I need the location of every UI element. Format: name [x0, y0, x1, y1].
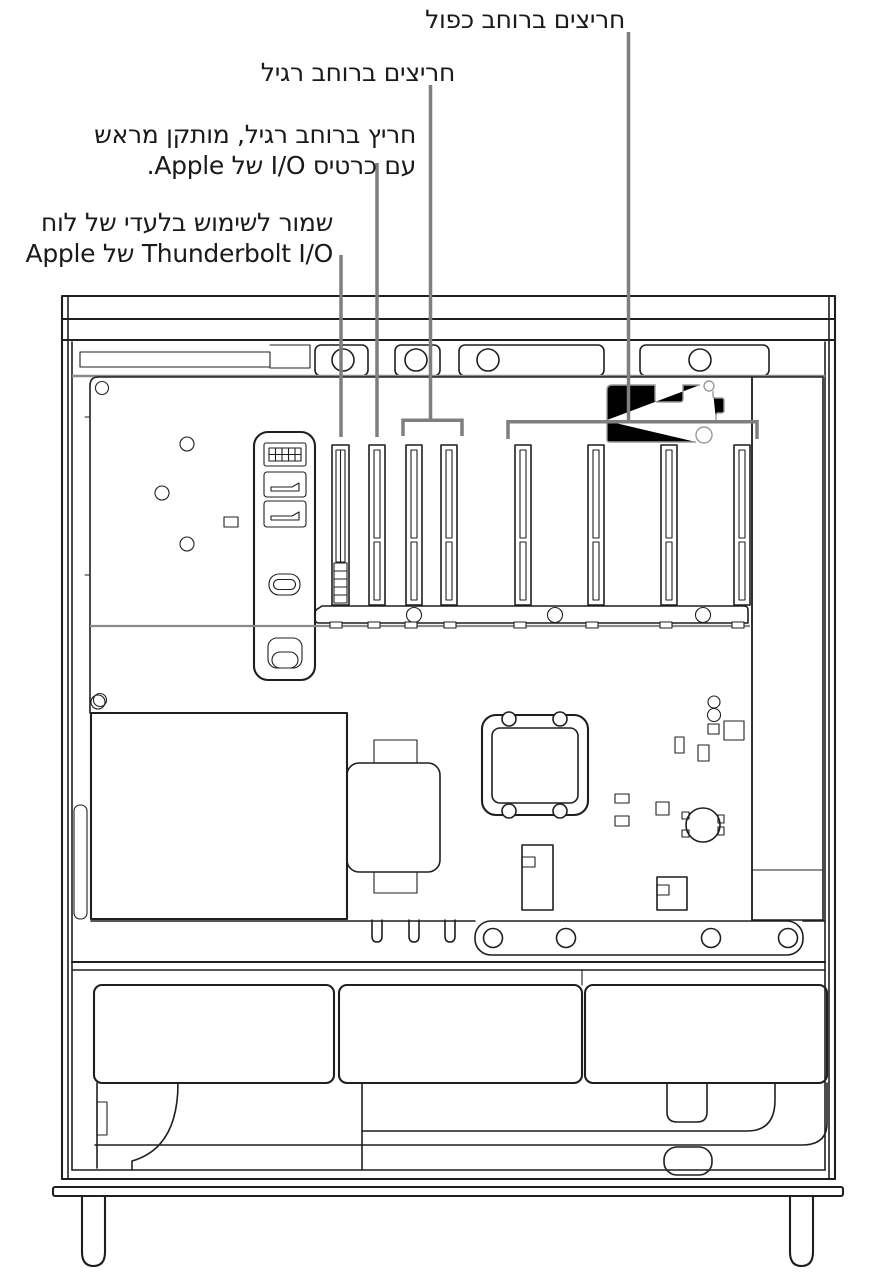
power-connector	[656, 876, 688, 911]
cpu-bracket	[480, 711, 590, 819]
pcie-slot	[440, 444, 458, 606]
label-thunderbolt-slot: שמור לשימוש בלעדי של לוח Thunderbolt I/O…	[25, 207, 334, 269]
usb-c-port-icon	[268, 573, 301, 596]
label-line: חריצים ברוחב כפול	[425, 5, 625, 34]
coin-battery-icon	[681, 807, 725, 843]
io-board	[252, 430, 317, 682]
bottom-tray	[71, 1082, 828, 1176]
left-foot	[80, 1194, 107, 1268]
callout-line-regular-width	[401, 85, 464, 436]
screw-holes	[92, 380, 239, 708]
fan-bays	[70, 960, 829, 1085]
label-line: Thunderbolt I/O של Apple	[25, 239, 334, 268]
pcie-slot	[331, 444, 350, 606]
power-supply	[73, 694, 441, 921]
pcie-slot	[587, 444, 605, 606]
handle-cutout	[267, 637, 303, 669]
callout-line-double-width	[506, 32, 759, 439]
hdmi-port-icon	[263, 500, 307, 528]
right-foot	[788, 1194, 815, 1268]
pcie-slots	[90, 444, 751, 629]
latch-mechanism	[606, 380, 725, 444]
mid-rail	[90, 919, 826, 956]
pin-connector-icon	[263, 442, 307, 467]
label-regular-width-slots: חריצים ברוחב רגיל	[260, 57, 456, 88]
pcie-slot	[514, 444, 532, 606]
power-connector	[521, 844, 554, 911]
pcie-slot	[733, 444, 751, 606]
top-rail	[72, 344, 825, 378]
interior-panel	[84, 376, 824, 921]
label-line: עם כרטיס I/O של Apple.	[146, 151, 417, 180]
case-outline	[60, 294, 837, 1181]
callout-lines	[339, 32, 759, 439]
label-line: חריץ ברוחב רגיל, מותקן מראש	[94, 120, 416, 149]
pcie-slot	[368, 444, 386, 606]
label-double-width-slots: חריצים ברוחב כפול	[425, 4, 625, 35]
label-line: חריצים ברוחב רגיל	[260, 58, 456, 87]
slot-base-rail	[90, 605, 750, 629]
label-line: שמור לשימוש בלעדי של לוח	[40, 208, 333, 237]
pcie-slot	[405, 444, 423, 606]
pcie-slot	[660, 444, 678, 606]
board-components	[521, 695, 745, 911]
label-io-card-slot: חריץ ברוחב רגיל, מותקן מראש עם כרטיס I/O…	[94, 119, 416, 181]
base-and-feet	[51, 1177, 845, 1268]
hdmi-port-icon	[263, 471, 307, 498]
